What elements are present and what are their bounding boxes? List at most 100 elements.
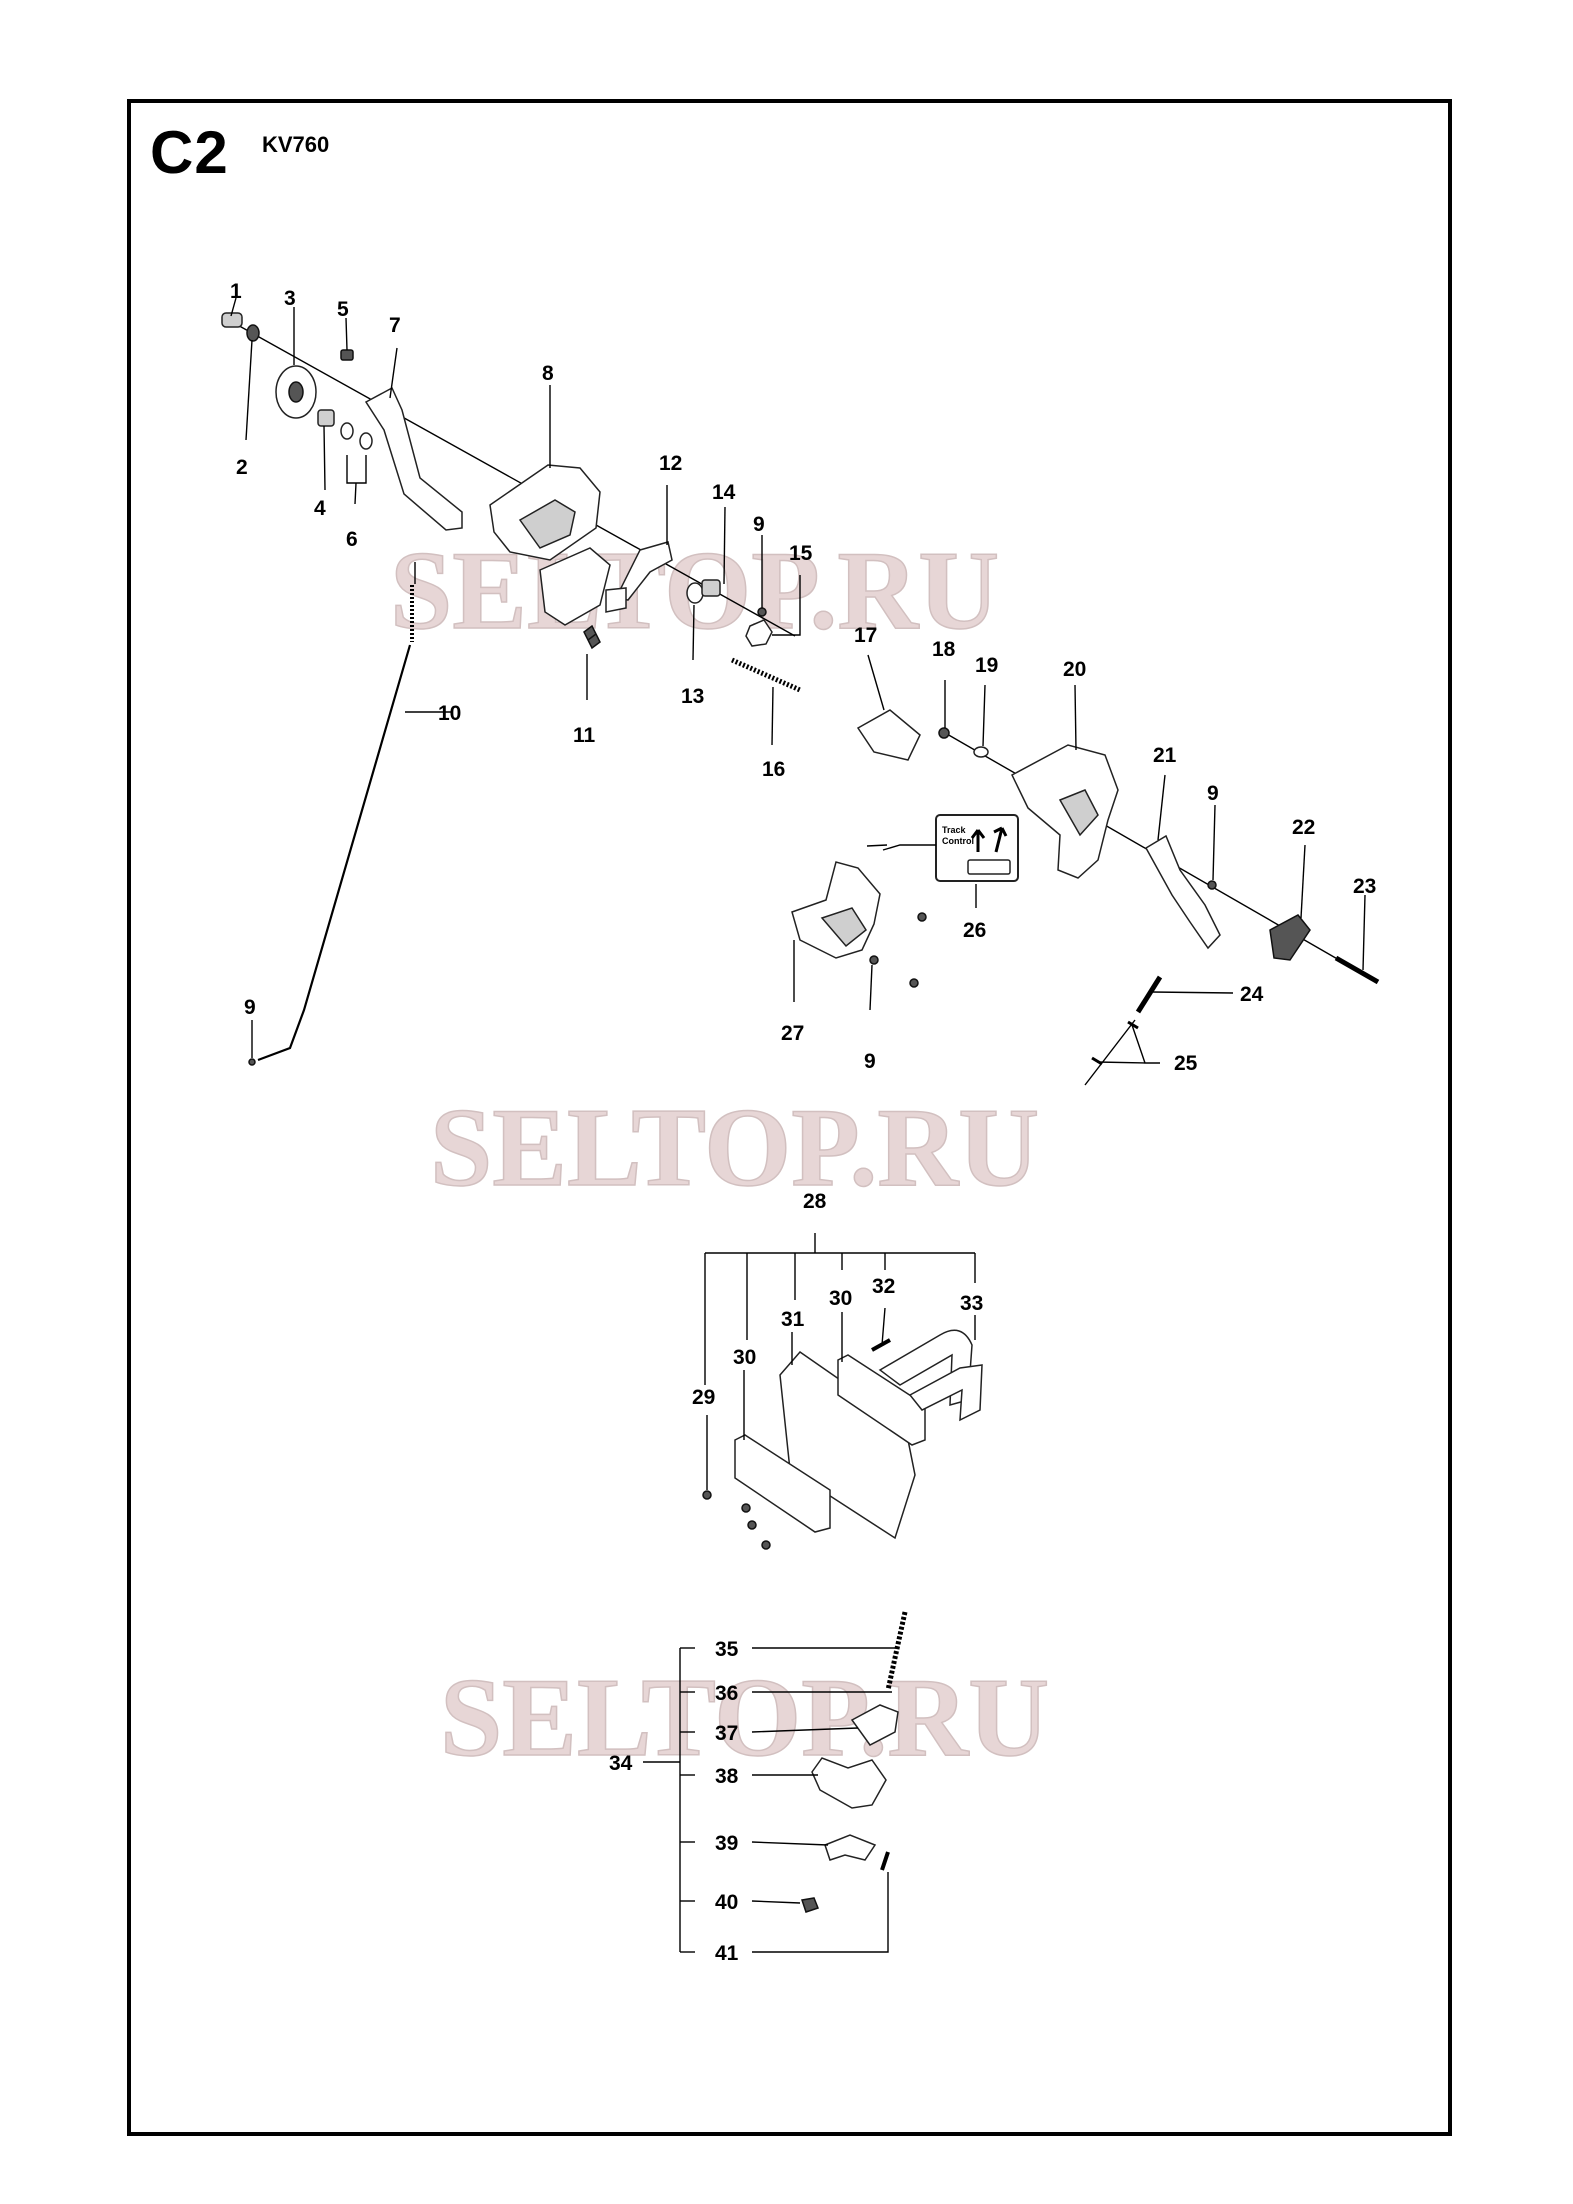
part-screw — [340, 349, 354, 361]
part-bolt — [885, 1611, 908, 1691]
callout-22: 22 — [1292, 816, 1315, 839]
leader-line — [772, 575, 801, 636]
watermark: SELTOP.RU — [430, 1086, 1039, 1210]
leader-line — [1074, 684, 1077, 751]
leader-line — [1212, 804, 1216, 881]
callout-16: 16 — [762, 758, 785, 781]
callout-40: 40 — [715, 1891, 738, 1914]
callout-30: 30 — [733, 1346, 756, 1369]
handle-assembly-upper — [221, 312, 802, 693]
callout-39: 39 — [715, 1832, 738, 1855]
leader-line — [882, 844, 936, 851]
part-screw — [869, 955, 879, 965]
leader-line — [982, 684, 986, 747]
part-lever — [1144, 834, 1221, 950]
leader-line — [345, 317, 348, 351]
callout-27: 27 — [781, 1022, 804, 1045]
part-bracket-plate — [605, 587, 627, 613]
callout-32: 32 — [872, 1275, 895, 1298]
part-small-pin — [1127, 1020, 1139, 1030]
leader-line — [692, 604, 695, 661]
leader-line — [866, 844, 888, 847]
decal-text: Control — [942, 836, 974, 846]
part-cable — [248, 562, 416, 1066]
callout-31: 31 — [781, 1308, 805, 1331]
part-wheel-hub — [288, 381, 304, 403]
part-housing-detail — [518, 499, 576, 549]
control-assembly-right: Track Control — [791, 709, 1380, 1086]
part-nut — [741, 1503, 751, 1513]
leader-line — [1157, 774, 1166, 841]
model-name: KV760 — [262, 132, 330, 157]
leader-line — [752, 1872, 889, 1953]
callout-9: 9 — [244, 996, 256, 1019]
part-handle — [1269, 914, 1311, 961]
part-nut — [761, 1540, 771, 1550]
leader-line — [389, 347, 398, 399]
leader-line — [230, 297, 237, 317]
part-housing-lower — [539, 547, 611, 626]
callout-37: 37 — [715, 1722, 738, 1745]
part-knob — [221, 312, 243, 328]
lever-assembly — [801, 1611, 908, 1913]
part-side-plate — [734, 1434, 831, 1533]
leader-line — [1300, 844, 1306, 919]
drawing-frame — [127, 99, 1452, 2136]
callout-labels: 1 2 3 4 5 6 7 8 9 10 11 12 13 14 15 16 1… — [230, 280, 1376, 1965]
part-lever — [364, 386, 463, 531]
callout-11: 11 — [573, 724, 596, 747]
part-housing-detail — [820, 907, 867, 948]
part-bushing — [317, 409, 335, 427]
callout-7: 7 — [389, 314, 401, 337]
callout-24: 24 — [1240, 983, 1264, 1006]
part-bushing — [701, 579, 721, 597]
callout-30: 30 — [829, 1287, 852, 1310]
watermark: SELTOP.RU — [440, 1656, 1049, 1780]
callout-15: 15 — [789, 542, 813, 565]
cable-end — [248, 1058, 256, 1066]
callout-41: 41 — [715, 1942, 739, 1965]
part-latch — [824, 1834, 877, 1861]
callout-12: 12 — [659, 452, 682, 475]
callout-34: 34 — [609, 1752, 633, 1775]
part-side-plate — [837, 1354, 926, 1446]
callout-35: 35 — [715, 1638, 739, 1661]
callout-19: 19 — [975, 654, 998, 677]
decal-text: Track — [942, 825, 967, 835]
cable-line — [257, 644, 412, 1062]
leader-line — [346, 455, 367, 484]
callout-3: 3 — [284, 287, 296, 310]
leader-line — [1362, 894, 1366, 971]
leader-line — [771, 686, 774, 746]
callout-21: 21 — [1153, 744, 1177, 767]
leader-line — [867, 654, 885, 711]
section-code: C2 — [150, 119, 229, 186]
decal-arrows-icon — [970, 826, 1008, 853]
assembly-axis — [224, 317, 796, 637]
callout-14: 14 — [712, 481, 736, 504]
callout-6: 6 — [346, 528, 358, 551]
part-bolt — [871, 1338, 891, 1352]
leader-line — [881, 1307, 886, 1346]
callout-9: 9 — [864, 1050, 876, 1073]
part-u-bolt — [908, 1364, 983, 1422]
part-lever-body — [811, 1757, 887, 1809]
callout-28: 28 — [803, 1190, 827, 1213]
part-threaded-rod — [730, 657, 802, 693]
leader-line — [723, 506, 726, 585]
part-washer — [340, 422, 354, 440]
callout-9: 9 — [753, 513, 765, 536]
callout-18: 18 — [932, 638, 956, 661]
part-clip — [856, 709, 921, 761]
part-screw — [1207, 880, 1217, 890]
leader-line — [1151, 991, 1234, 994]
callout-20: 20 — [1063, 658, 1086, 681]
callout-38: 38 — [715, 1765, 739, 1788]
pin-axis — [1084, 1019, 1136, 1086]
callout-1: 1 — [230, 280, 242, 303]
part-nut — [801, 1897, 819, 1913]
part-nut — [702, 1490, 712, 1500]
mounting-bracket-assembly — [702, 1329, 983, 1550]
decal-indicator — [967, 859, 1011, 875]
callout-9: 9 — [1207, 782, 1219, 805]
